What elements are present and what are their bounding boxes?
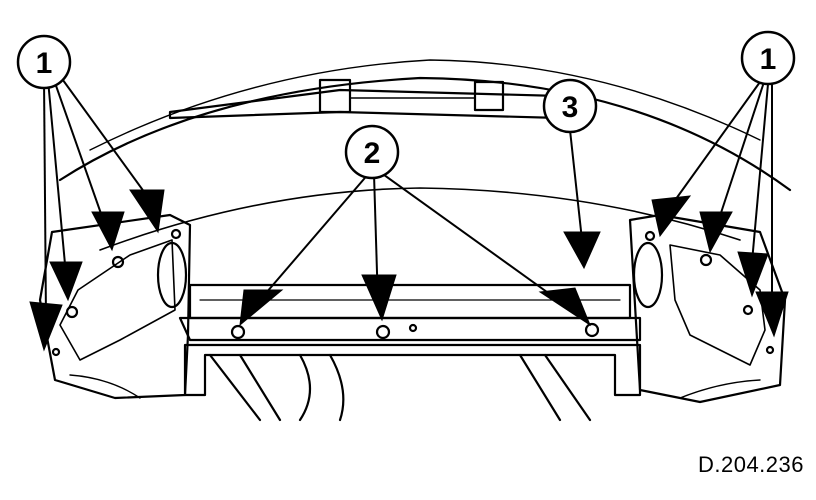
arrowhead [737,251,769,298]
leader-line [47,79,67,276]
arrowhead [29,301,63,352]
left-flap [59,239,176,361]
right-curve-strip [679,379,761,399]
leader-line [59,75,151,201]
left-oval [156,241,188,309]
arrowhead [239,289,284,327]
right-strut [518,353,592,422]
right-oval [632,241,664,309]
top-panel-tab-left [318,78,352,114]
outer-arc-2 [89,59,761,151]
leader-line [751,83,769,263]
arrowhead [563,231,601,270]
callout-label: 3 [562,91,579,124]
bolt [584,322,600,338]
bolt [408,323,418,333]
outer-arc [58,76,792,192]
bolt [699,253,713,267]
leader-line [259,171,371,301]
center-strut [298,353,345,422]
leader-line [667,81,761,211]
callout-label: 1 [760,43,777,76]
lower-frame [183,343,642,397]
cross-member-lower [178,316,642,342]
left-strut [208,353,282,422]
arrowhead [49,261,83,302]
leader-line [43,77,47,321]
top-panel [168,88,562,120]
leader-line [569,129,583,241]
leader-line [379,171,566,306]
top-panel-tab-right [473,80,505,112]
leader-line [717,81,765,223]
arrowhead [699,211,733,254]
arrowhead [755,291,789,338]
bolt [51,347,61,357]
bolt [375,324,391,340]
arrowhead [129,189,165,234]
arrowhead [91,211,125,252]
bolt [111,255,125,269]
arrowhead [538,287,592,327]
left-curve-strip [69,374,141,399]
arrowhead [361,274,397,322]
bolt [170,228,182,240]
right-flap [669,244,766,366]
bolt [765,345,775,355]
callout-circle-1-left [16,34,72,90]
figure-reference-code: D.204.236 [697,452,804,477]
callout-label: 2 [364,137,381,170]
callout-circle-3 [542,78,598,134]
bolt [65,305,79,319]
right-side-panel [628,213,787,404]
bolt [644,230,656,242]
callout-circle-2 [344,124,400,180]
arrowhead [651,195,692,238]
inner-arc [99,187,741,251]
callout-circle-1-right [740,30,796,86]
leader-line [53,79,106,226]
bolt [742,304,754,316]
callout-label: 1 [36,47,53,80]
bolt [230,324,246,340]
